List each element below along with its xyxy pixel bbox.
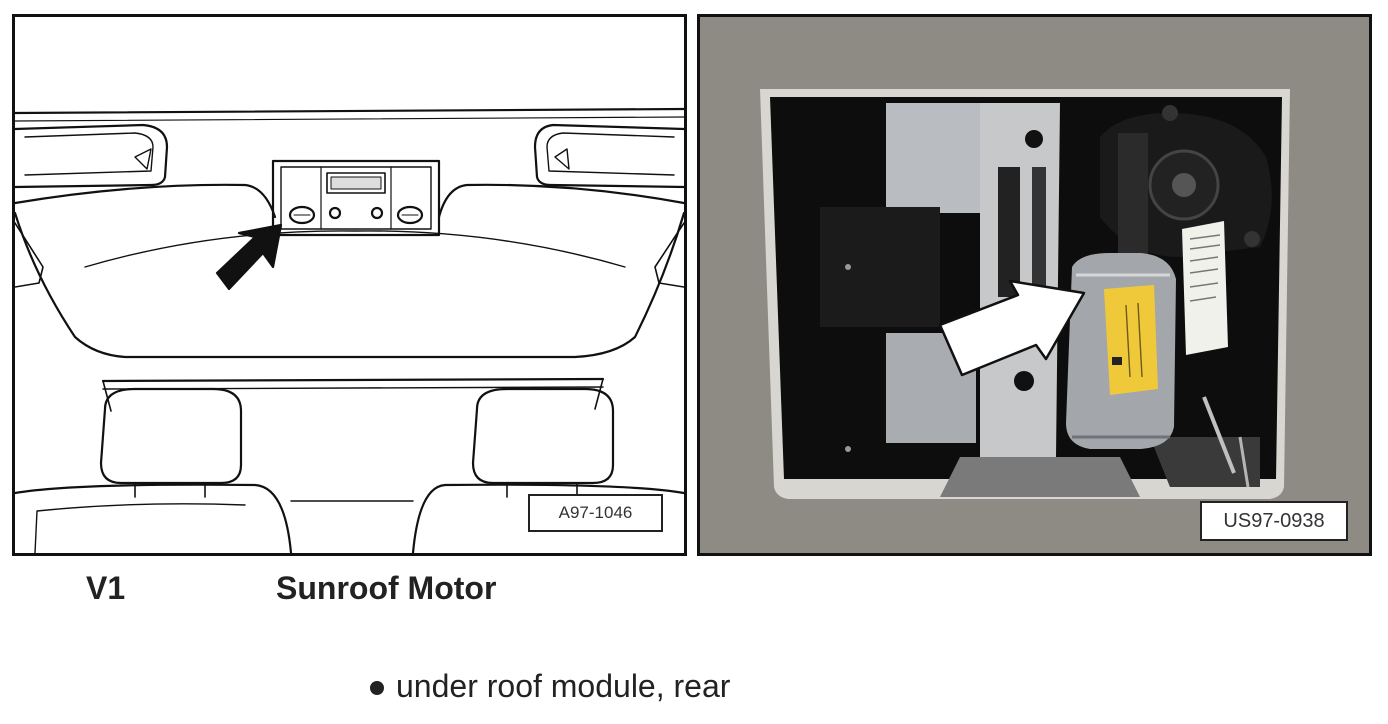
photo-figure: US97-0938 [697,14,1372,556]
component-code: V1 [86,570,126,606]
figure-label: US97-0938 [1200,501,1348,541]
line-drawing-figure: A97-1046 [12,14,687,556]
bullet-icon [370,680,384,695]
vehicle-interior-illustration [15,107,684,553]
sunroof-motor-photo [700,17,1369,553]
component-name: Sunroof Motor [276,570,497,606]
location-note: under roof module, rear [370,668,730,705]
location-note-text: under roof module, rear [396,668,731,704]
figure-label: A97-1046 [528,494,663,532]
